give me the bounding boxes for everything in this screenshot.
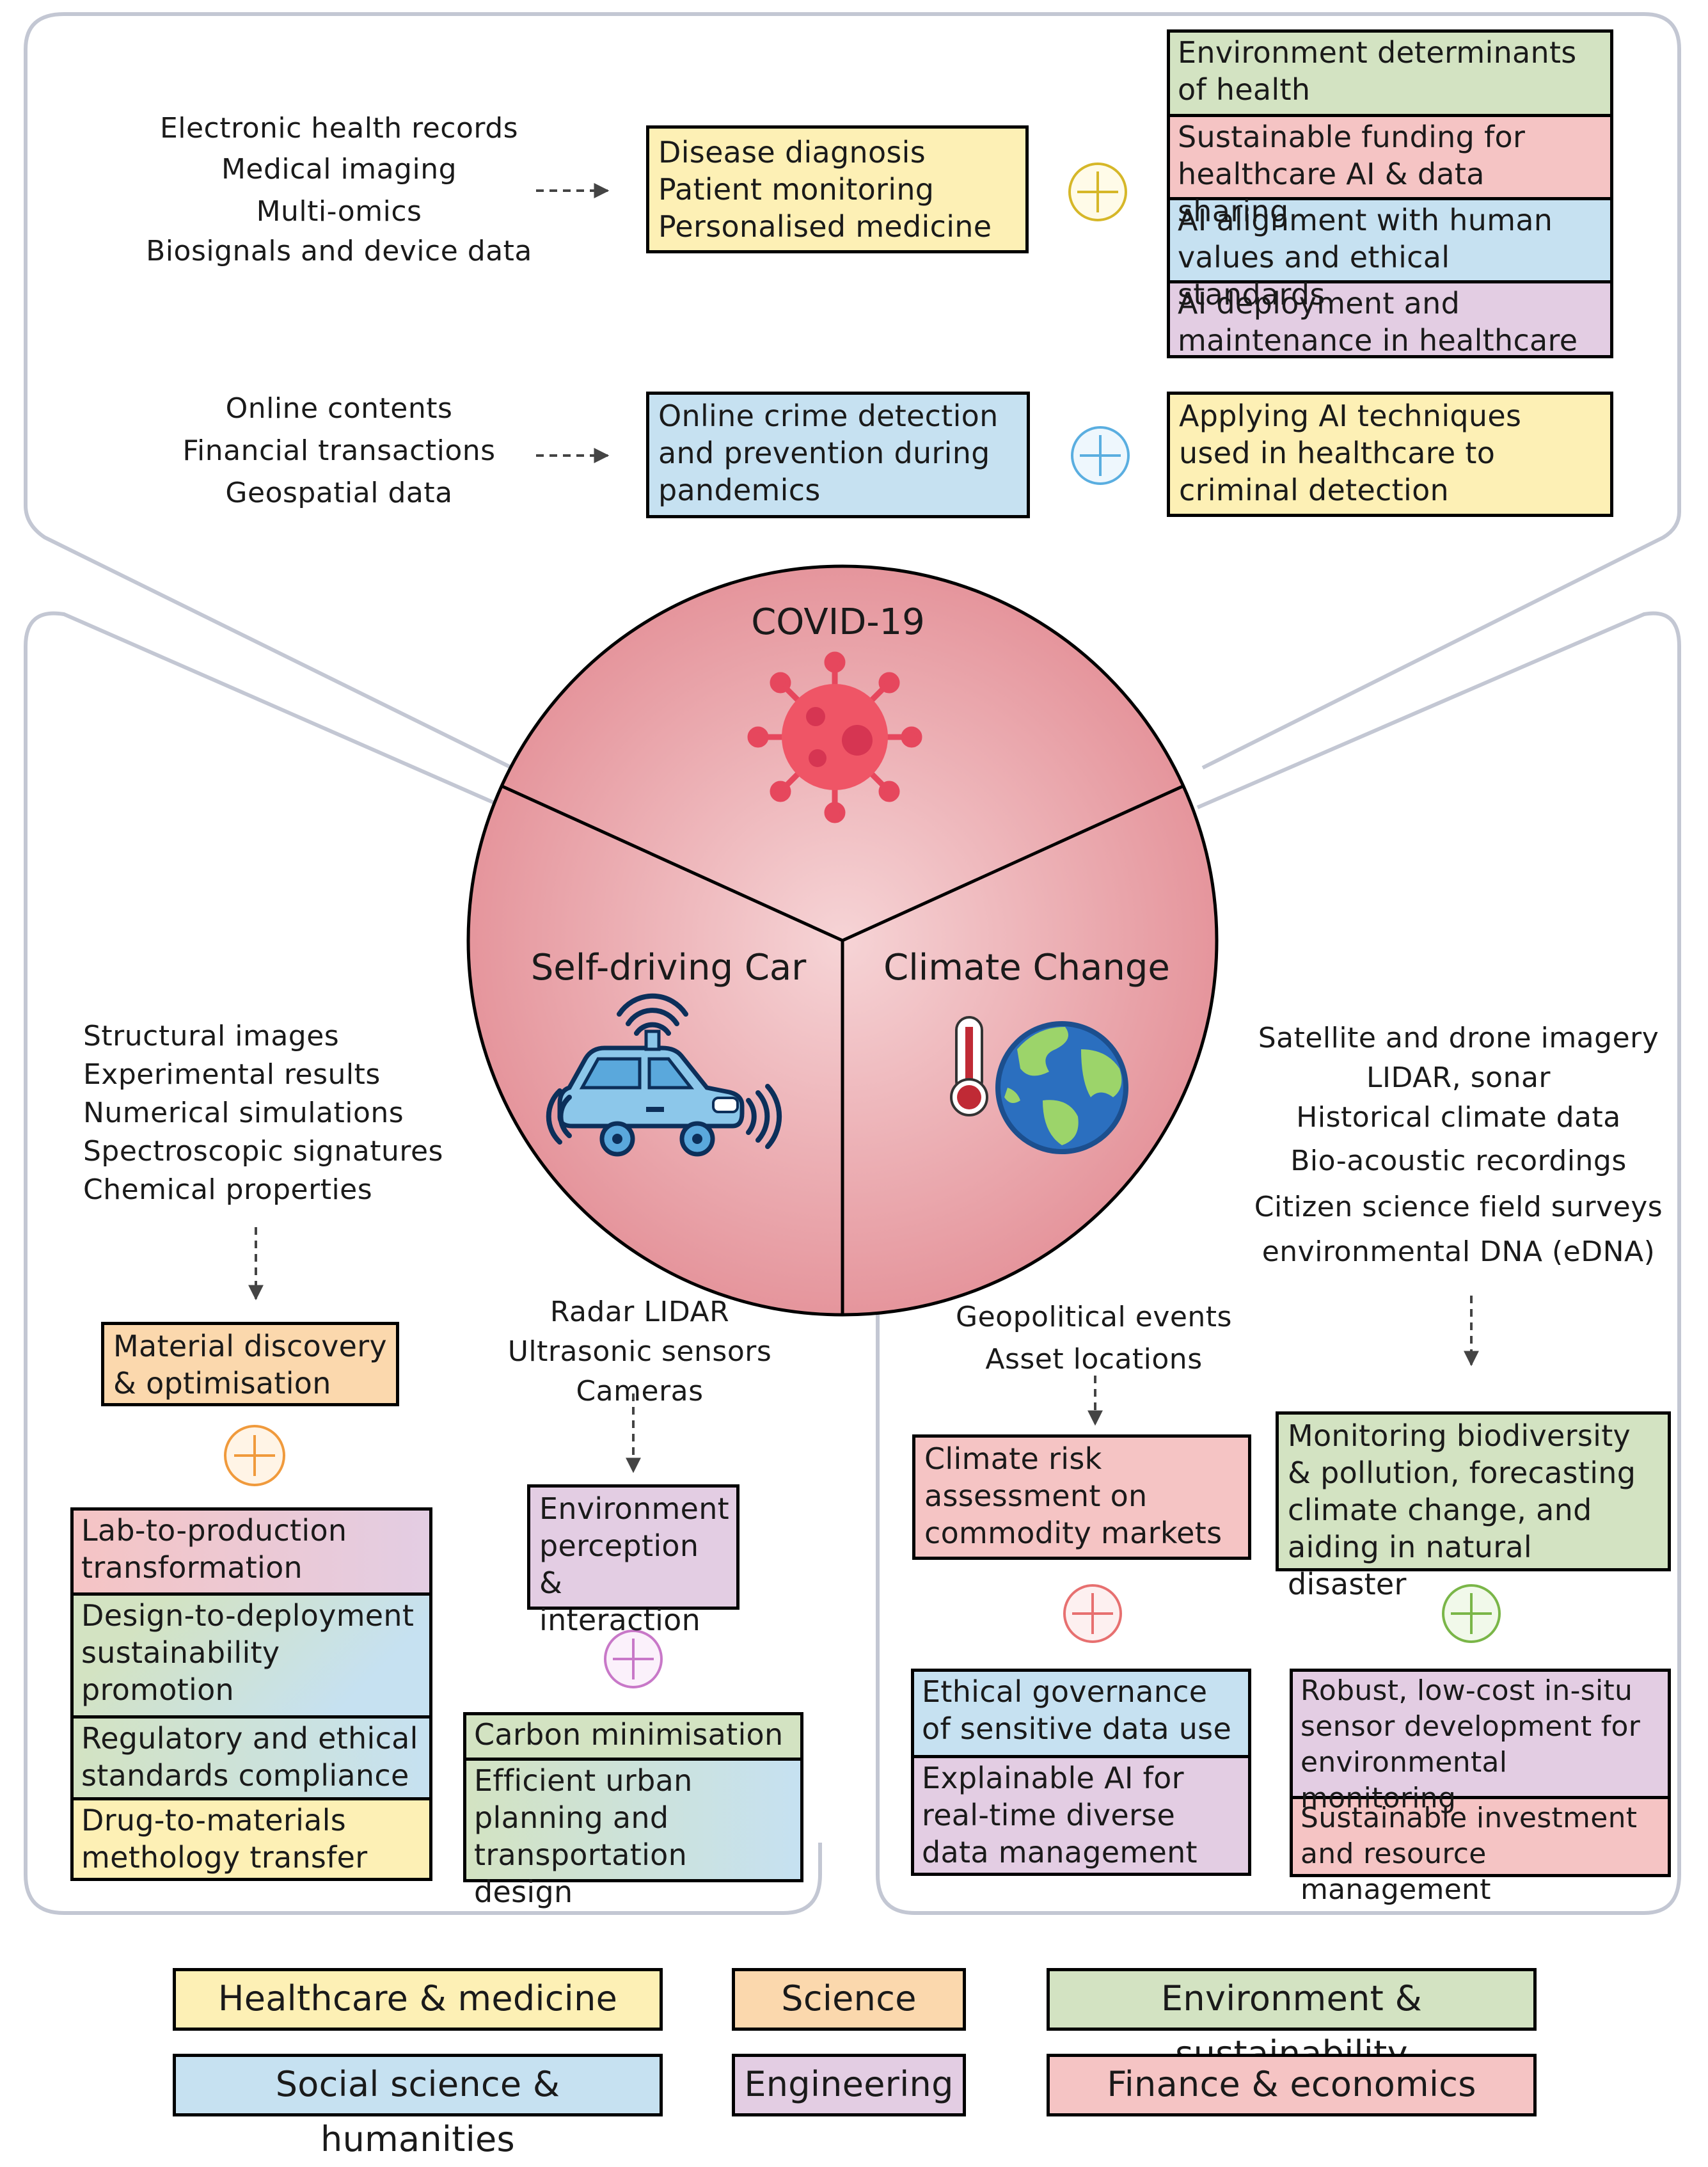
source-item: Online contents [225,392,453,425]
health-challenges-stack: Environment determinants of health Susta… [1167,29,1613,358]
legend-engineering: Engineering [732,2054,966,2116]
plus-icon-climate [1442,1584,1501,1643]
source-item: Structural images [83,1020,340,1052]
crime-data-sources: Online contents Financial transactions G… [115,389,563,513]
source-item: Satellite and drone imagery [1258,1022,1659,1054]
science-data-sources: Structural images Experimental results N… [83,1017,531,1209]
challenge-item: Sustainable funding for healthcare AI & … [1170,114,1610,228]
source-item: Geospatial data [225,477,453,509]
earth-icon [995,1021,1128,1154]
challenge-item: Sustainable investment and resource mana… [1293,1796,1668,1906]
challenge-item: AI deployment and maintenance in healthc… [1170,280,1610,358]
source-item: Medical imaging [221,153,457,186]
source-item: Experimental results [83,1058,381,1091]
challenge-item: Carbon minimisation [466,1715,800,1758]
circle-divider-right [841,784,1185,942]
challenge-item: Efficient urban planning and transportat… [466,1758,800,1909]
plus-icon-health [1068,163,1127,221]
self-driving-car-label: Self-driving Car [530,947,807,988]
source-item: Financial transactions [182,434,496,467]
challenge-item: Environment determinants of health [1170,33,1610,114]
plus-icon-car [604,1630,663,1688]
source-item: Biosignals and device data [146,235,532,267]
source-item: Bio-acoustic recordings [1290,1145,1627,1177]
source-item: Spectroscopic signatures [83,1135,443,1168]
legend-environment: Environment & sustainability [1047,1968,1537,2074]
finance-data-sources: Geopolitical events Asset locations [921,1296,1267,1381]
challenge-item: Drug-to-materials methology transfer [74,1797,429,1878]
bottom-left-panel [24,611,822,1915]
climate-change-label: Climate Change [883,947,1170,988]
car-challenges-stack: Carbon minimisation Efficient urban plan… [463,1712,803,1909]
legend-social-science: Social science & humanities [173,2054,663,2159]
plus-icon-finance [1063,1584,1122,1643]
legend-science: Science [732,1968,966,2031]
car-task-box: Environment perception & interaction [527,1484,739,1637]
source-item: Multi-omics [256,195,422,228]
challenge-item: Ethical governance of sensitive data use [914,1672,1248,1755]
task-item: Personalised medicine [658,209,992,244]
source-item: Geopolitical events [956,1301,1232,1333]
source-item: Ultrasonic sensors [507,1335,772,1368]
car-data-sources: Radar LIDAR Ultrasonic sensors Cameras [473,1292,806,1411]
source-item: Asset locations [985,1343,1203,1376]
health-data-sources: Electronic health records Medical imagin… [115,109,563,271]
challenge-item: Lab-to-production transformation [74,1511,429,1592]
plus-icon-science [224,1425,285,1486]
crime-task-box: Online crime detection and prevention du… [646,392,1030,518]
task-item: Disease diagnosis [658,135,926,170]
challenge-item: Robust, low-cost in-situ sensor developm… [1293,1672,1668,1814]
challenge-item: AI alignment with human values and ethic… [1170,197,1610,312]
circle-divider-left [500,784,844,942]
diagram-canvas [24,12,1681,1915]
covid-label: COVID-19 [751,601,925,643]
virus-icon [747,651,922,823]
legend-finance: Finance & economics [1047,2054,1537,2116]
finance-challenges-stack: Ethical governance of sensitive data use… [911,1669,1251,1876]
challenge-item: Regulatory and ethical standards complia… [74,1715,429,1797]
source-item: Numerical simulations [83,1097,404,1129]
health-task-box: Disease diagnosis Patient monitoring Per… [646,125,1029,253]
finance-task-box: Climate risk assessment on commodity mar… [912,1434,1251,1560]
source-item: LIDAR, sonar [1366,1061,1551,1094]
climate-challenges-stack: Robust, low-cost in-situ sensor developm… [1290,1669,1671,1906]
climate-task-box: Monitoring biodiversity & pollution, for… [1276,1411,1671,1601]
source-item: Historical climate data [1296,1101,1621,1134]
source-item: Electronic health records [159,112,519,145]
top-panel [24,12,1681,770]
legend-healthcare: Healthcare & medicine [173,1968,663,2031]
challenge-item: Explainable AI for real-time diverse dat… [914,1755,1248,1873]
bottom-right-panel [876,611,1681,1915]
car-icon [546,993,782,1157]
plus-icon-crime [1071,426,1130,485]
source-item: Radar LIDAR [550,1296,730,1328]
source-item: Chemical properties [83,1173,373,1206]
source-item: environmental DNA (eDNA) [1261,1235,1656,1268]
challenge-item: Design-to-deployment sustainability prom… [74,1592,429,1715]
science-challenges-stack: Lab-to-production transformation Design-… [70,1507,432,1881]
science-task-box: Material discovery & optimisation [101,1322,399,1406]
source-item: Cameras [576,1375,704,1408]
crime-challenge-box: Applying AI techniques used in healthcar… [1167,392,1613,517]
climate-data-sources: Satellite and drone imagery LIDAR, sonar… [1228,1019,1689,1272]
source-item: Citizen science field surveys [1254,1191,1663,1223]
thermometer-icon [950,1016,988,1116]
task-item: Patient monitoring [658,172,935,207]
